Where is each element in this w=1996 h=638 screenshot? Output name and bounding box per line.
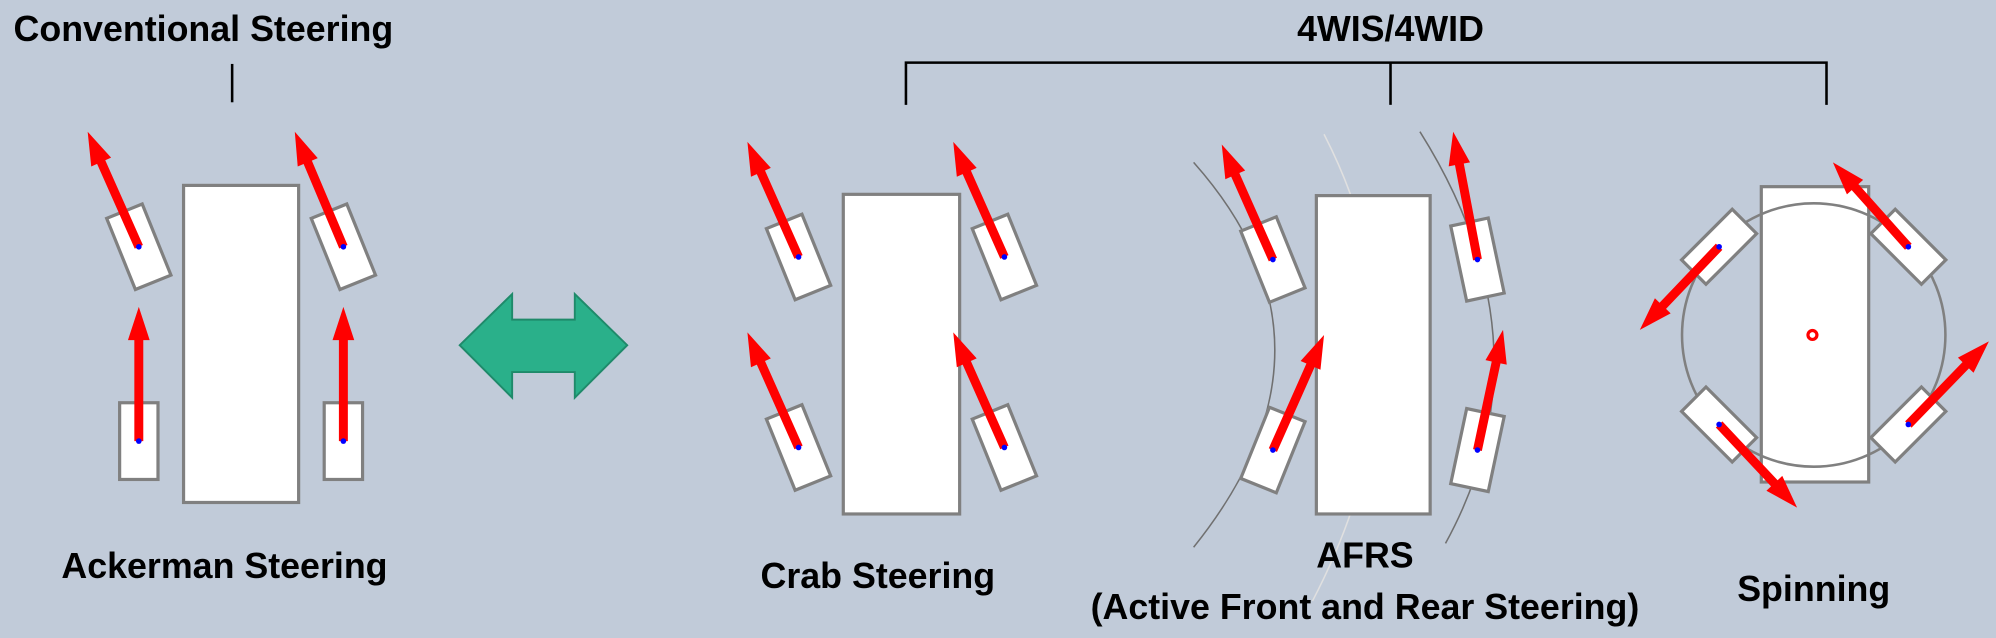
crab-rear-left-wheel-center-dot [795,444,802,451]
afrs-front-left-wheel-center-dot [1270,256,1276,263]
spinning-circle [1680,202,1947,468]
afrs-front-right-velocity-arrow-icon [1448,131,1482,261]
afrs-front-right-wheel-center-dot [1474,256,1481,263]
conventional-steering-title: Conventional Steering [14,9,394,49]
spinning-rear-left-velocity-arrow-icon [1715,421,1798,508]
double-arrow-icon [458,291,629,400]
ackerman-front-left-velocity-arrow-icon [87,131,143,249]
afrs-vehicle-body [1314,194,1432,516]
ackerman-vehicle-body [181,183,301,505]
crab-front-left-wheel-center-dot [795,254,802,260]
crab-vehicle-body [841,192,962,516]
afrs-rear-right-velocity-arrow-icon [1473,329,1507,451]
afrs-label: AFRS [1316,536,1413,576]
afrs-full-label: (Active Front and Rear Steering) [1091,587,1640,627]
afrs-rear-left-velocity-arrow-icon [1268,334,1325,452]
ackerman-rear-right-velocity-arrow-icon [332,306,355,442]
crab-front-left-velocity-arrow-icon [747,141,803,259]
ackerman-rear-left-velocity-arrow-icon [127,306,150,442]
spinning-rear-right-velocity-arrow-icon [1905,341,1989,428]
ackerman-front-right-wheel-center-dot [340,243,347,250]
afrs-left-arc [1193,161,1276,548]
afrs-front-left-velocity-arrow-icon [1221,144,1277,262]
spinning-front-right-wheel-center-dot [1905,243,1912,250]
ackerman-rear-left-wheel-center-dot [135,438,142,444]
ackerman-front-right-velocity-arrow-icon [294,131,348,249]
crab-front-right-wheel-center-dot [1001,254,1008,260]
crab-rear-right-wheel-center-dot [1001,444,1008,451]
crab-rear-right-velocity-arrow-icon [953,332,1009,450]
spinning-rear-right-wheel-center-dot [1905,421,1912,428]
crab-front-right-velocity-arrow-icon [953,141,1009,259]
ackerman-rear-right-wheel-center-dot [340,438,347,444]
crab-rear-left-velocity-arrow-icon [747,332,803,450]
ackerman-front-left-wheel-center-dot [135,243,142,250]
rotation-center-icon [1806,328,1819,342]
ackerman-label: Ackerman Steering [61,546,387,586]
spinning-rear-left-wheel-center-dot [1716,421,1722,428]
crab-label: Crab Steering [761,556,996,596]
4wis-4wid-title: 4WIS/4WID [1297,9,1484,49]
spinning-front-left-wheel-center-dot [1716,243,1722,250]
spinning-label: Spinning [1737,569,1890,609]
afrs-rear-right-wheel-center-dot [1474,447,1481,453]
spinning-front-left-velocity-arrow-icon [1639,243,1723,330]
spinning-front-right-velocity-arrow-icon [1832,162,1912,250]
4wis-bracket [904,61,1828,105]
afrs-rear-left-wheel-center-dot [1270,447,1276,453]
